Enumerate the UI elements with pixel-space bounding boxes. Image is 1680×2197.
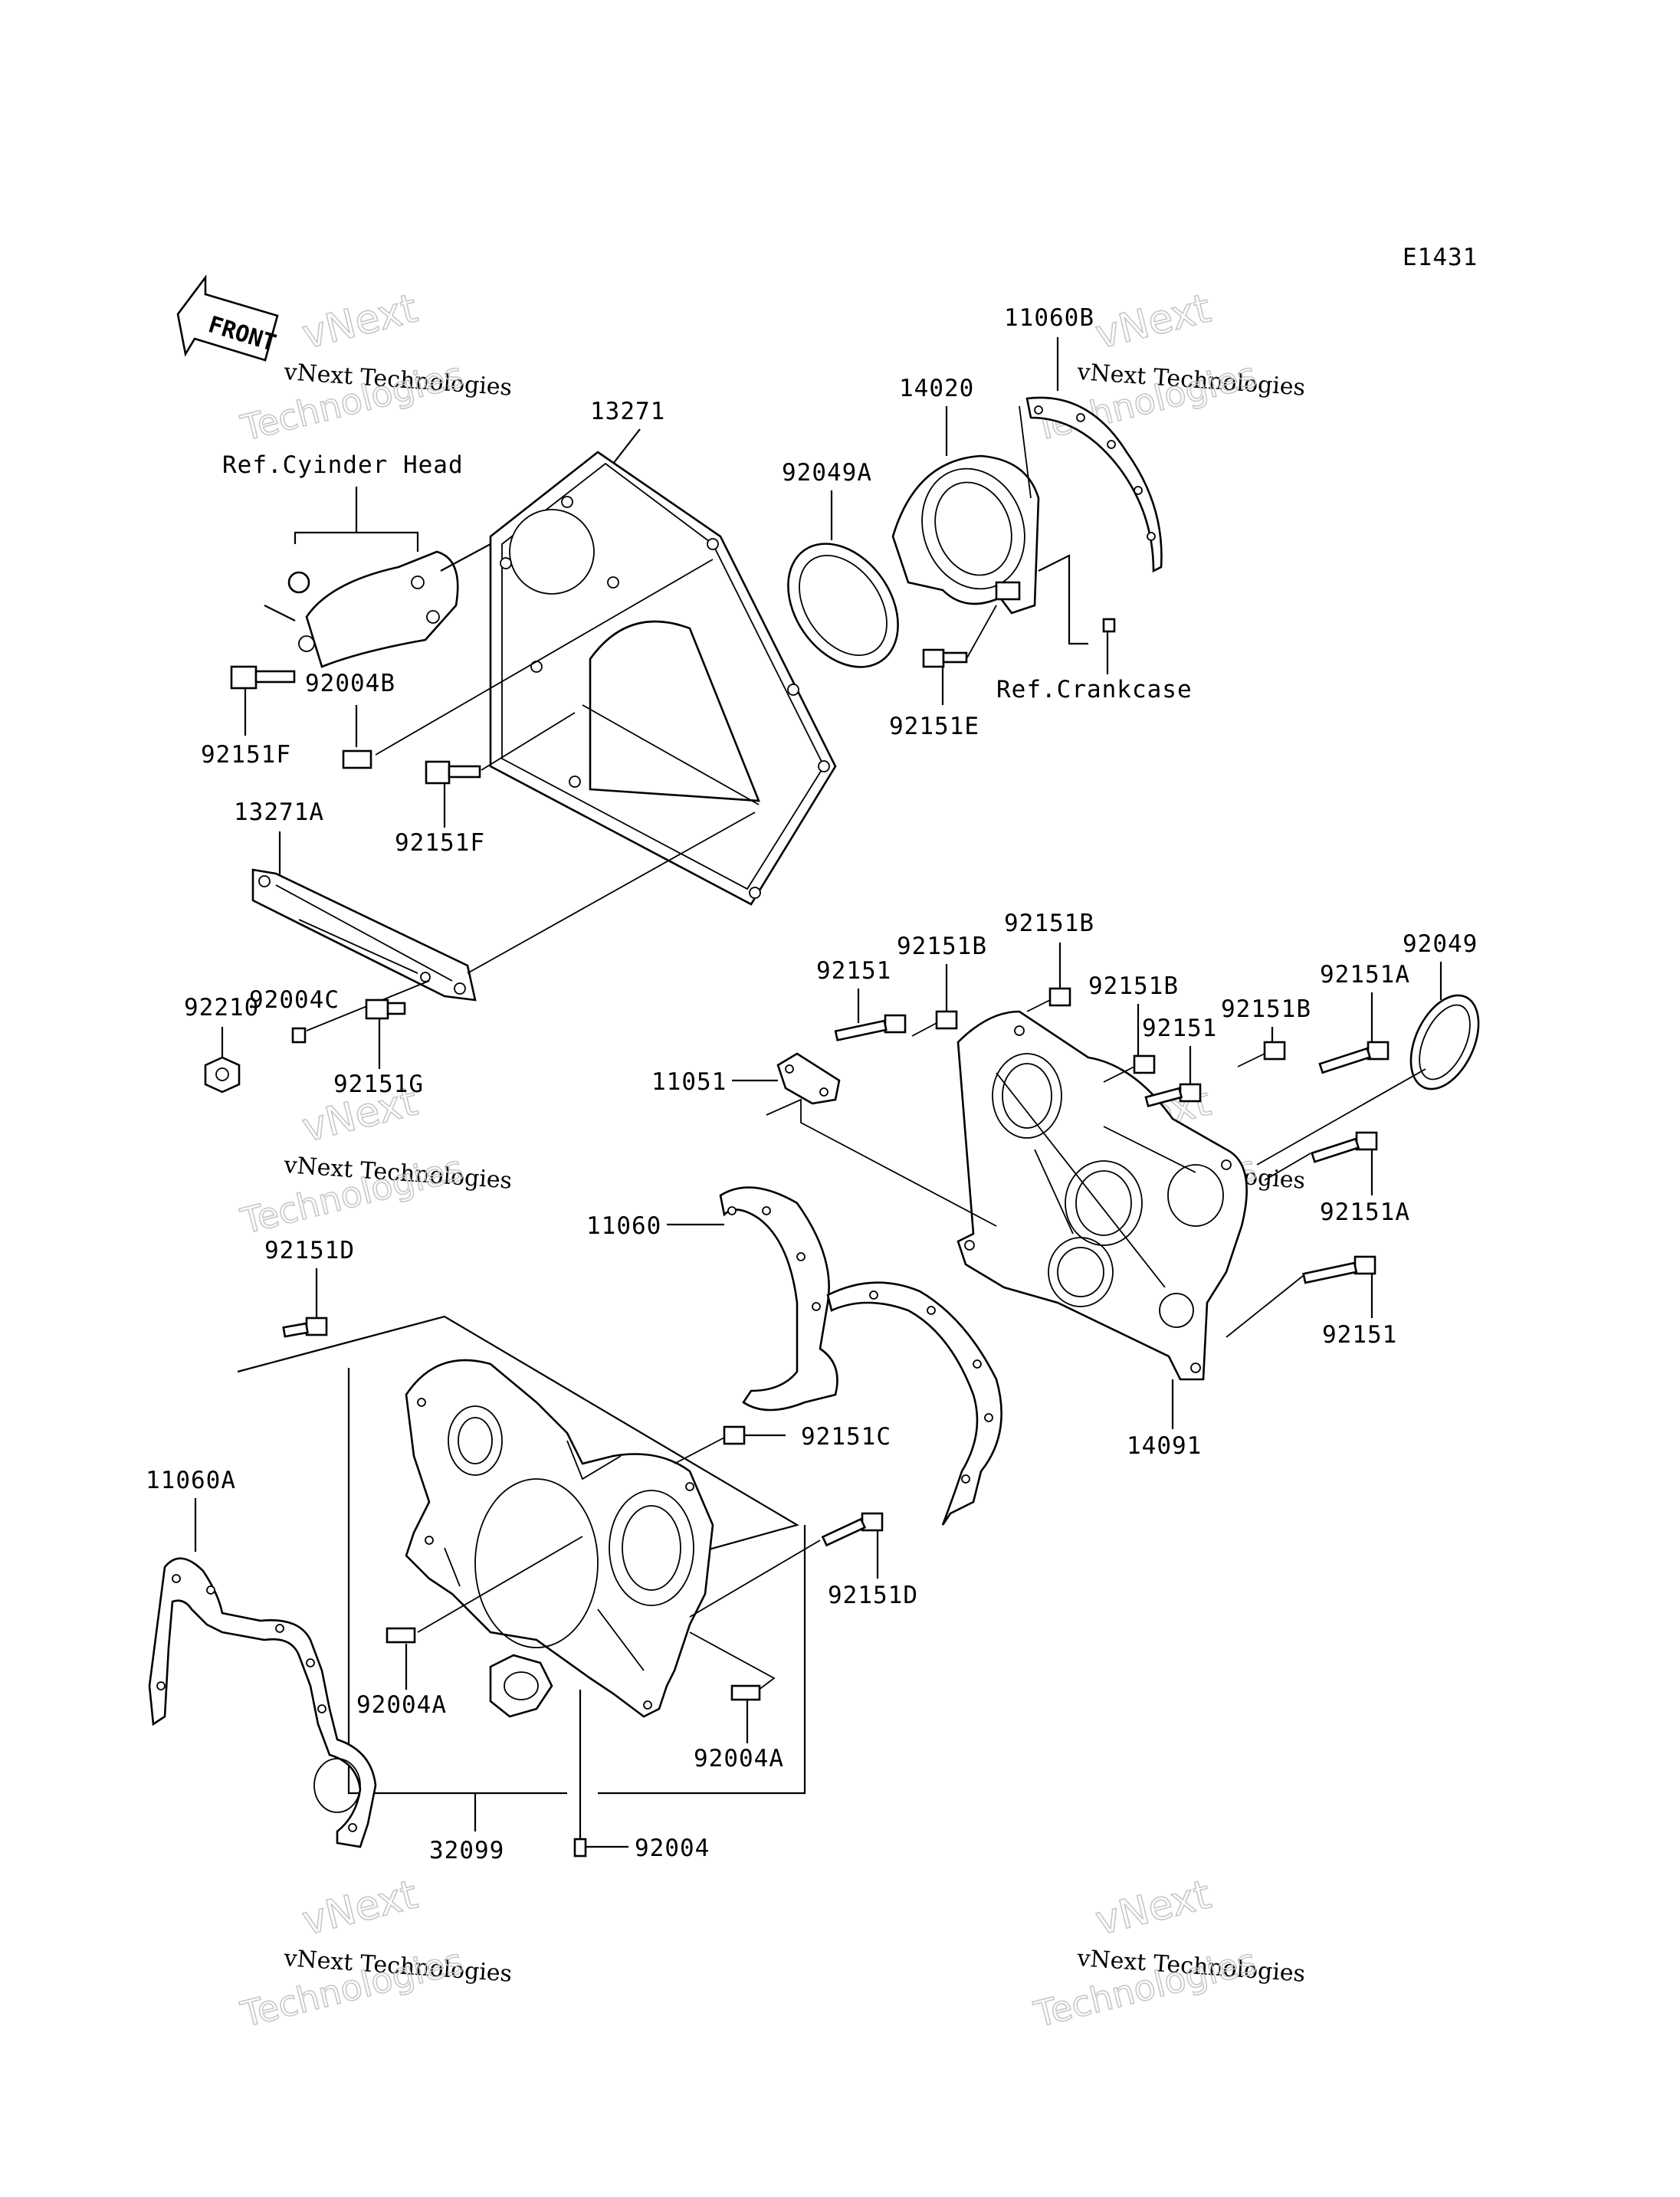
bolt-92151E xyxy=(922,648,968,668)
stud-92004A-b xyxy=(730,1684,761,1701)
label-92151C: 92151C xyxy=(801,1423,891,1451)
label-92004A-a: 92004A xyxy=(356,1691,447,1719)
gasket-11060A xyxy=(148,1557,377,1848)
front-arrow-icon: FRONT xyxy=(176,274,279,362)
label-92151B-c: 92151B xyxy=(1088,972,1179,1000)
cover-32099 xyxy=(405,1359,714,1718)
label-92004: 92004 xyxy=(635,1835,710,1862)
housing-14020 xyxy=(891,454,1040,615)
diagram-code: E1431 xyxy=(1403,244,1478,271)
plate-11051 xyxy=(776,1052,841,1105)
label-92210: 92210 xyxy=(184,994,259,1021)
bracket-ref-crankcase xyxy=(1038,554,1088,645)
bolt-92151G xyxy=(365,998,406,1020)
bolt-92151F-a xyxy=(230,665,296,690)
bolt-92151-b xyxy=(1144,1083,1202,1108)
label-92151A-b: 92151A xyxy=(1320,1199,1410,1226)
label-92151E: 92151E xyxy=(889,713,979,740)
svg-text:vNext: vNext xyxy=(298,1872,422,1945)
bracket-part xyxy=(298,550,459,668)
label-92151G: 92151G xyxy=(333,1071,424,1098)
rotor-part xyxy=(489,1654,553,1718)
label-11060A: 11060A xyxy=(146,1467,236,1494)
label-92151A-a: 92151A xyxy=(1320,961,1410,989)
washer xyxy=(287,571,310,594)
label-92151B-d: 92151B xyxy=(1221,995,1311,1023)
bracket-left-32099 xyxy=(347,1368,567,1795)
label-92004C: 92004C xyxy=(249,986,340,1014)
seal-92049 xyxy=(1409,994,1480,1090)
label-92151-a: 92151 xyxy=(816,957,891,985)
watermark-mid-left: vNext vNext Technologies Technologies xyxy=(236,1078,513,1243)
pin-92004C xyxy=(291,1027,307,1044)
label-92151B-a: 92151B xyxy=(897,933,987,960)
bolt-92151D-a xyxy=(282,1317,328,1338)
gasket-11060B xyxy=(1025,396,1163,573)
bolt-92151F-b xyxy=(425,760,481,785)
svg-text:vNext: vNext xyxy=(1091,286,1216,359)
label-92004B: 92004B xyxy=(305,670,395,697)
label-11051: 11051 xyxy=(651,1068,727,1096)
plate-13271 xyxy=(489,451,837,906)
label-92151F-a: 92151F xyxy=(201,741,291,769)
watermark-bottom-left: vNext vNext Technologies Technologies xyxy=(236,1871,513,2036)
label-11060B: 11060B xyxy=(1004,304,1094,332)
label-ref-crankcase: Ref.Crankcase xyxy=(996,676,1193,703)
gasket-11060 xyxy=(719,1186,1002,1526)
stud-92004B xyxy=(342,749,372,769)
label-92151-b: 92151 xyxy=(1142,1015,1217,1042)
bracket-right-32099 xyxy=(598,1525,806,1795)
label-92151D-a: 92151D xyxy=(264,1237,355,1264)
bracket-ref-cylinder-head xyxy=(294,531,419,552)
label-ref-cylinder-head: Ref.Cyinder Head xyxy=(222,451,464,479)
bolt-92151D-b xyxy=(821,1512,884,1547)
label-92004A-b: 92004A xyxy=(694,1745,784,1772)
label-32099: 32099 xyxy=(429,1837,504,1864)
seal-92049A xyxy=(787,543,899,668)
stud-92004A-a xyxy=(386,1627,416,1644)
bolt-92151C xyxy=(674,1425,746,1464)
label-92151F-b: 92151F xyxy=(395,829,485,857)
svg-text:vNext: vNext xyxy=(298,286,422,359)
bolt-92151B-d xyxy=(1237,1041,1286,1067)
label-13271A: 13271A xyxy=(234,798,324,826)
bar-13271A xyxy=(251,868,477,1002)
label-92151B-b: 92151B xyxy=(1004,910,1094,937)
bolt-92151A-a xyxy=(1318,1041,1390,1074)
label-14020: 14020 xyxy=(899,375,974,402)
bolt-92151A-b xyxy=(1311,1131,1378,1163)
label-92049: 92049 xyxy=(1403,930,1478,958)
bolt-92151B-c xyxy=(1103,1054,1156,1083)
bolt-92151-c xyxy=(1302,1255,1376,1284)
watermark-top-left: vNext vNext Technologies Technologies xyxy=(236,285,513,450)
svg-text:vNext: vNext xyxy=(1091,1872,1216,1945)
bolt-92151B-a xyxy=(911,1010,958,1037)
label-92151D-b: 92151D xyxy=(828,1582,918,1609)
label-92049A: 92049A xyxy=(782,459,872,487)
label-13271: 13271 xyxy=(590,398,665,425)
label-92151-c: 92151 xyxy=(1322,1321,1397,1349)
label-14091: 14091 xyxy=(1127,1432,1202,1460)
leader-13271 xyxy=(612,428,641,464)
bolt-92151B-b xyxy=(1026,987,1071,1012)
bolt-92151-a xyxy=(834,1014,907,1041)
pin-92004 xyxy=(573,1838,587,1858)
nut-92210 xyxy=(204,1056,241,1094)
label-11060: 11060 xyxy=(586,1212,661,1240)
watermark-bottom-right: vNext vNext Technologies Technologies xyxy=(1029,1871,1306,2036)
cover-14091 xyxy=(956,1010,1248,1381)
